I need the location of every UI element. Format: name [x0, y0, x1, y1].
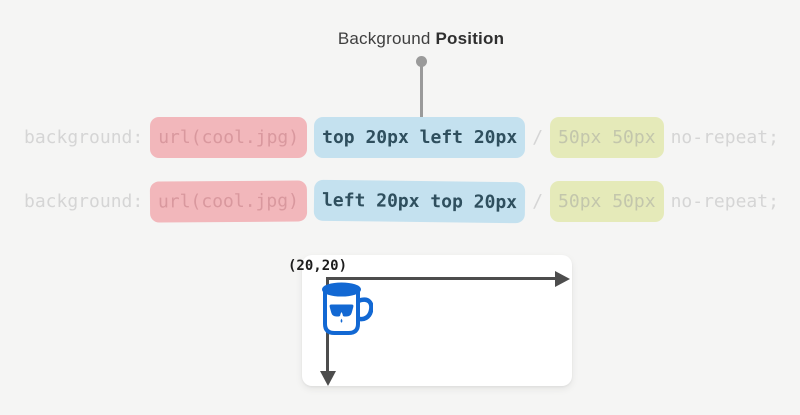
- connector-dot: [416, 56, 427, 67]
- down-arrow-icon: [319, 371, 336, 386]
- title-bold: Position: [435, 29, 505, 48]
- diagram-title: Background Position: [338, 29, 504, 49]
- position-token-pill: left 20px top 20px: [313, 179, 526, 224]
- url-token-pill: url(cool.jpg): [150, 117, 308, 158]
- origin-coordinates-label: (20,20): [288, 258, 348, 274]
- code-line-1: background: url(cool.jpg) top 20px left …: [24, 117, 779, 158]
- size-token-pill: 50px 50px: [550, 117, 664, 158]
- property-token: background:: [24, 126, 144, 148]
- connector-line: [420, 66, 423, 119]
- slash-token: /: [532, 190, 544, 212]
- url-token-pill: url(cool.jpg): [150, 180, 308, 223]
- x-axis-line: [326, 277, 555, 280]
- title-regular: Background: [337, 29, 436, 48]
- slash-token: /: [532, 126, 544, 148]
- right-arrow-icon: [555, 270, 570, 287]
- repeat-token: no-repeat;: [670, 126, 779, 148]
- position-token-pill: top 20px left 20px: [314, 117, 526, 158]
- code-line-2: background: url(cool.jpg) left 20px top …: [24, 179, 779, 224]
- property-token: background:: [24, 190, 144, 212]
- size-token-pill: 50px 50px: [550, 181, 664, 222]
- coffee-mug-icon: [322, 282, 373, 335]
- repeat-token: no-repeat;: [670, 190, 779, 212]
